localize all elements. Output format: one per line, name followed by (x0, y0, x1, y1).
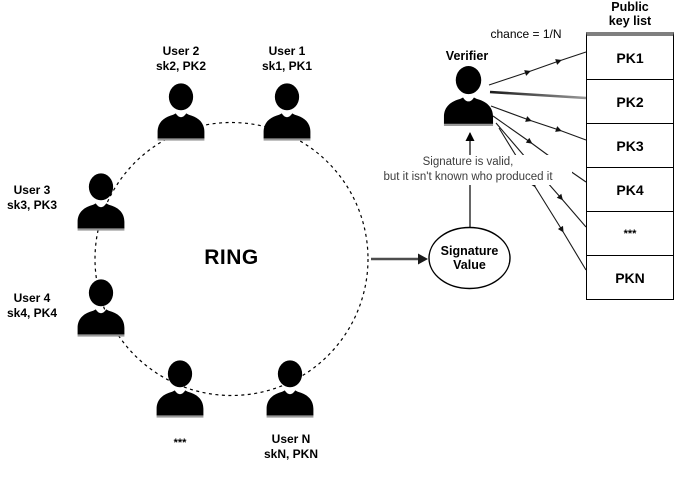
fan-line-pk3 (490, 105, 587, 141)
user1-name: User 1 (268, 44, 306, 58)
public-key-list-table: PK1 PK2 PK3 PK4 *** PKN (586, 32, 674, 300)
user3-keys: sk3, PK3 (6, 198, 58, 212)
pk-row-dots: *** (587, 212, 673, 256)
user4-label: User 4 sk4, PK4 (1, 291, 63, 321)
user2-keys: sk2, PK2 (155, 59, 207, 73)
anonymous-user-label: *** (154, 436, 206, 451)
pk4-cell: PK4 (616, 181, 644, 198)
anonymous-user-person-icon (156, 360, 204, 418)
userN-name: User N (271, 432, 311, 446)
fan-line-pk4 (492, 115, 587, 183)
user4-name: User 4 (13, 291, 51, 305)
verifier-label: Verifier (445, 49, 489, 63)
user4-keys: sk4, PK4 (6, 306, 58, 320)
user1-label: User 1 sk1, PK1 (242, 44, 332, 74)
note-line1: Signature is valid, (422, 156, 514, 168)
pkn-cell: PKN (615, 269, 645, 286)
fan-line-pk2 (489, 90, 587, 100)
signature-valid-note: Signature is valid, but it isn't known w… (364, 155, 572, 185)
user2-label: User 2 sk2, PK2 (136, 44, 226, 74)
user3-name: User 3 (13, 183, 51, 197)
pk-row-pk4: PK4 (587, 168, 673, 212)
pk-dots-cell: *** (623, 227, 637, 240)
user2-name: User 2 (162, 44, 200, 58)
signature-value-line2: Value (453, 258, 486, 272)
pk-title-line2: key list (608, 14, 652, 28)
signature-value-line1: Signature (440, 244, 499, 258)
user1-keys: sk1, PK1 (261, 59, 313, 73)
signature-value-label: Signature Value (429, 244, 510, 272)
pk-row-pk1: PK1 (587, 36, 673, 80)
chance-label: chance = 1/N (490, 27, 562, 41)
pk3-cell: PK3 (616, 137, 644, 154)
pk1-cell: PK1 (616, 49, 644, 66)
user3-label: User 3 sk3, PK3 (1, 183, 63, 213)
ring-circle (94, 121, 369, 397)
public-key-list-title: Public key list (584, 0, 676, 28)
note-line2: but it isn't known who produced it (383, 171, 553, 183)
userN-keys: skN, PKN (263, 447, 319, 461)
user3-person-icon (77, 173, 125, 231)
pk-row-pk3: PK3 (587, 124, 673, 168)
fan-line-pk1 (488, 51, 587, 86)
pk2-cell: PK2 (616, 93, 644, 110)
userN-person-icon (266, 360, 314, 418)
pk-row-pkn: PKN (587, 256, 673, 299)
fan-line-pkn (498, 127, 587, 271)
user4-person-icon (77, 279, 125, 337)
ring-label: RING (204, 246, 259, 269)
verifier-person-icon (443, 66, 494, 126)
userN-label: User N skN, PKN (246, 432, 336, 462)
user2-person-icon (157, 83, 205, 141)
signature-value-ellipse (428, 226, 511, 290)
user1-person-icon (263, 83, 311, 141)
anonymous-user-name: *** (173, 437, 187, 449)
pk-row-pk2: PK2 (587, 80, 673, 124)
pk-title-line1: Public (611, 0, 649, 14)
